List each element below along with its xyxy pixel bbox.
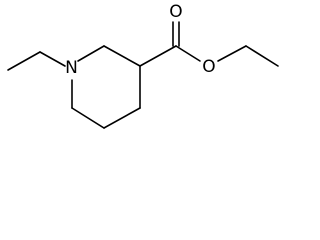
bond-n-to-c2 [77, 45, 105, 62]
atom-label-carbonyl-oxygen: O [169, 2, 182, 22]
bond-ester-oxygen-to-ch2 [217, 45, 247, 62]
atom-label-nitrogen: N [65, 58, 78, 78]
bond-carbonyl-carbon-to-ester-oxygen [175, 45, 201, 62]
bond-c2-to-c3 [103, 45, 141, 67]
bond-ethyl-methyl-to-ch2 [7, 51, 41, 71]
bond-ch2-to-methyl [245, 45, 279, 67]
atom-label-ester-oxygen: O [202, 57, 215, 77]
bond-ethyl-ch2-to-n [39, 51, 66, 67]
bond-c3-to-carbonyl-carbon [139, 45, 177, 67]
bond-c4-to-c5 [103, 107, 141, 129]
bond-c5-to-c6 [71, 107, 105, 129]
ethyl-1-ethylpiperidine-3-carboxylate-structure: N O O [7, 2, 279, 129]
structure-canvas: N O O [0, 0, 284, 134]
